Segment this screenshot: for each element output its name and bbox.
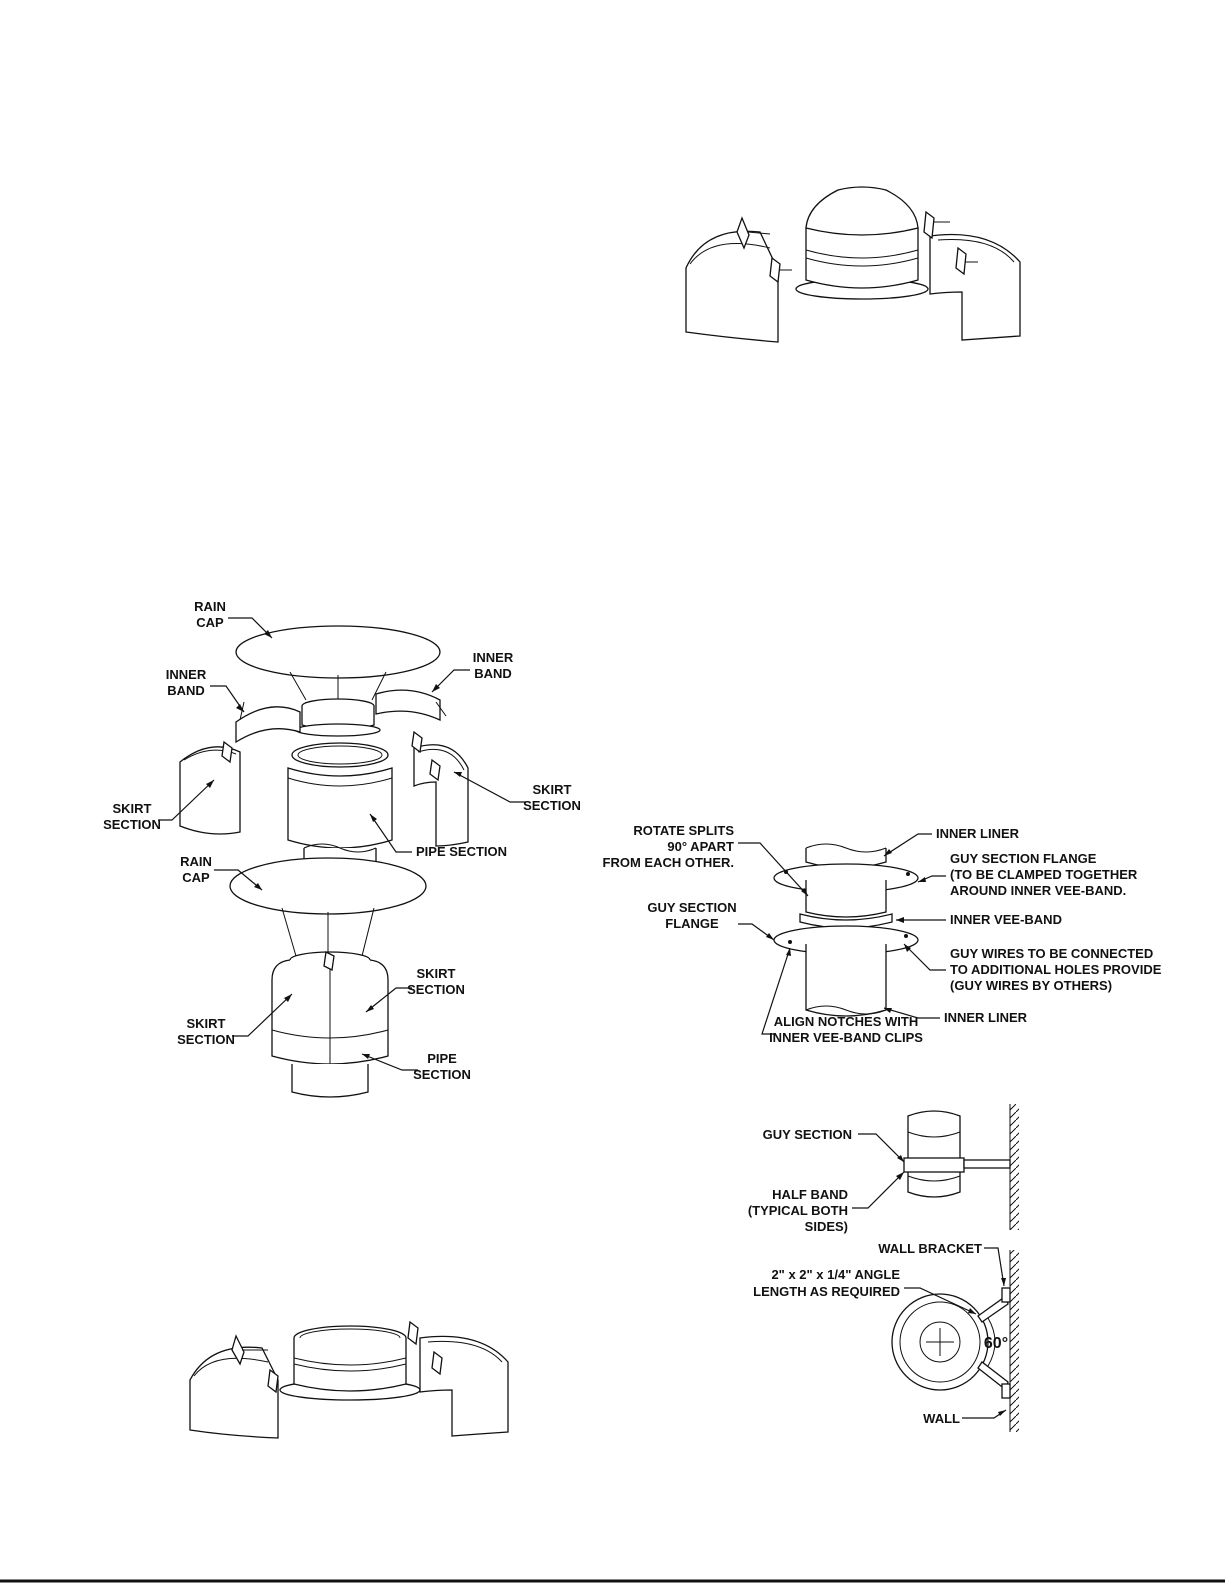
wall-label: WALL [923, 1411, 960, 1426]
guy-flange-top-label-1: GUY SECTION FLANGE [950, 851, 1097, 866]
assembled-skirt-left-label-2: SECTION [177, 1032, 235, 1047]
align-notches-label-2: INNER VEE-BAND CLIPS [769, 1030, 923, 1045]
assembled-skirt-right-label-1: SKIRT [417, 966, 456, 981]
guy-wires-label-1: GUY WIRES TO BE CONNECTED [950, 946, 1153, 961]
rotate-splits-label-1: ROTATE SPLITS [633, 823, 734, 838]
collar-skirt-figure [189, 1320, 509, 1439]
angle-label-2: LENGTH AS REQUIRED [753, 1284, 900, 1299]
rain-cap-assembled-figure [229, 857, 427, 1098]
align-notches-label-1: ALIGN NOTCHES WITH [774, 1014, 918, 1029]
guy-section-label: GUY SECTION [763, 1127, 852, 1142]
guy-wires-label-2: TO ADDITIONAL HOLES PROVIDE [950, 962, 1162, 977]
skirt-right-label-1: SKIRT [533, 782, 572, 797]
assembled-skirt-right-label-2: SECTION [407, 982, 465, 997]
fig-b-labels: RAIN CAP INNER BAND INNER BAND SKIRT SEC… [103, 599, 581, 859]
angle-label-1: 2" x 2" x 1/4" ANGLE [771, 1267, 900, 1282]
assembled-rain-cap-label-2: CAP [182, 870, 210, 885]
guy-flange-left-label-1: GUY SECTION [647, 900, 736, 915]
inner-band-right-label-1: INNER [473, 650, 514, 665]
rotate-splits-label-3: FROM EACH OTHER. [603, 855, 734, 870]
guy-flange-top-label-2: (TO BE CLAMPED TOGETHER [950, 867, 1138, 882]
guy-flange-top-label-3: AROUND INNER VEE-BAND. [950, 883, 1126, 898]
inner-liner-bottom-label: INNER LINER [944, 1010, 1028, 1025]
rain-cap-exploded-figure [179, 625, 469, 887]
wall-bracket-label: WALL BRACKET [878, 1241, 982, 1256]
rain-cap-label-2: CAP [196, 615, 224, 630]
guy-flange-left-label-2: FLANGE [665, 916, 719, 931]
angle-value-label: 60° [984, 1335, 1008, 1352]
half-band-label-2: (TYPICAL BOTH [748, 1203, 848, 1218]
assembled-rain-cap-label-1: RAIN [180, 854, 212, 869]
fig-e-labels: ROTATE SPLITS 90° APART FROM EACH OTHER.… [603, 823, 1162, 1045]
cone-cap-skirt-figure [685, 186, 1021, 343]
assembled-pipe-section-label-2: SECTION [413, 1067, 471, 1082]
fig-c-labels: RAIN CAP SKIRT SECTION SKIRT SECTION PIP… [177, 854, 471, 1082]
pipe-section-label: PIPE SECTION [416, 844, 507, 859]
assembled-skirt-left-label-1: SKIRT [187, 1016, 226, 1031]
inner-band-left-label-1: INNER [166, 667, 207, 682]
inner-band-right-label-2: BAND [474, 666, 512, 681]
inner-liner-top-label: INNER LINER [936, 826, 1020, 841]
skirt-left-label-2: SECTION [103, 817, 161, 832]
skirt-right-label-2: SECTION [523, 798, 581, 813]
fig-f-labels: GUY SECTION HALF BAND (TYPICAL BOTH SIDE… [748, 1127, 1008, 1426]
inner-vee-band-label: INNER VEE-BAND [950, 912, 1062, 927]
guy-wires-label-3: (GUY WIRES BY OTHERS) [950, 978, 1112, 993]
assembled-pipe-section-label-1: PIPE [427, 1051, 457, 1066]
wall-bracket-figure [891, 1104, 1019, 1432]
rotate-splits-label-2: 90° APART [667, 839, 734, 854]
inner-band-left-label-2: BAND [167, 683, 205, 698]
guy-section-figure [773, 843, 919, 1017]
half-band-label-3: SIDES) [805, 1219, 848, 1234]
half-band-label-1: HALF BAND [772, 1187, 848, 1202]
rain-cap-label-1: RAIN [194, 599, 226, 614]
skirt-left-label-1: SKIRT [113, 801, 152, 816]
